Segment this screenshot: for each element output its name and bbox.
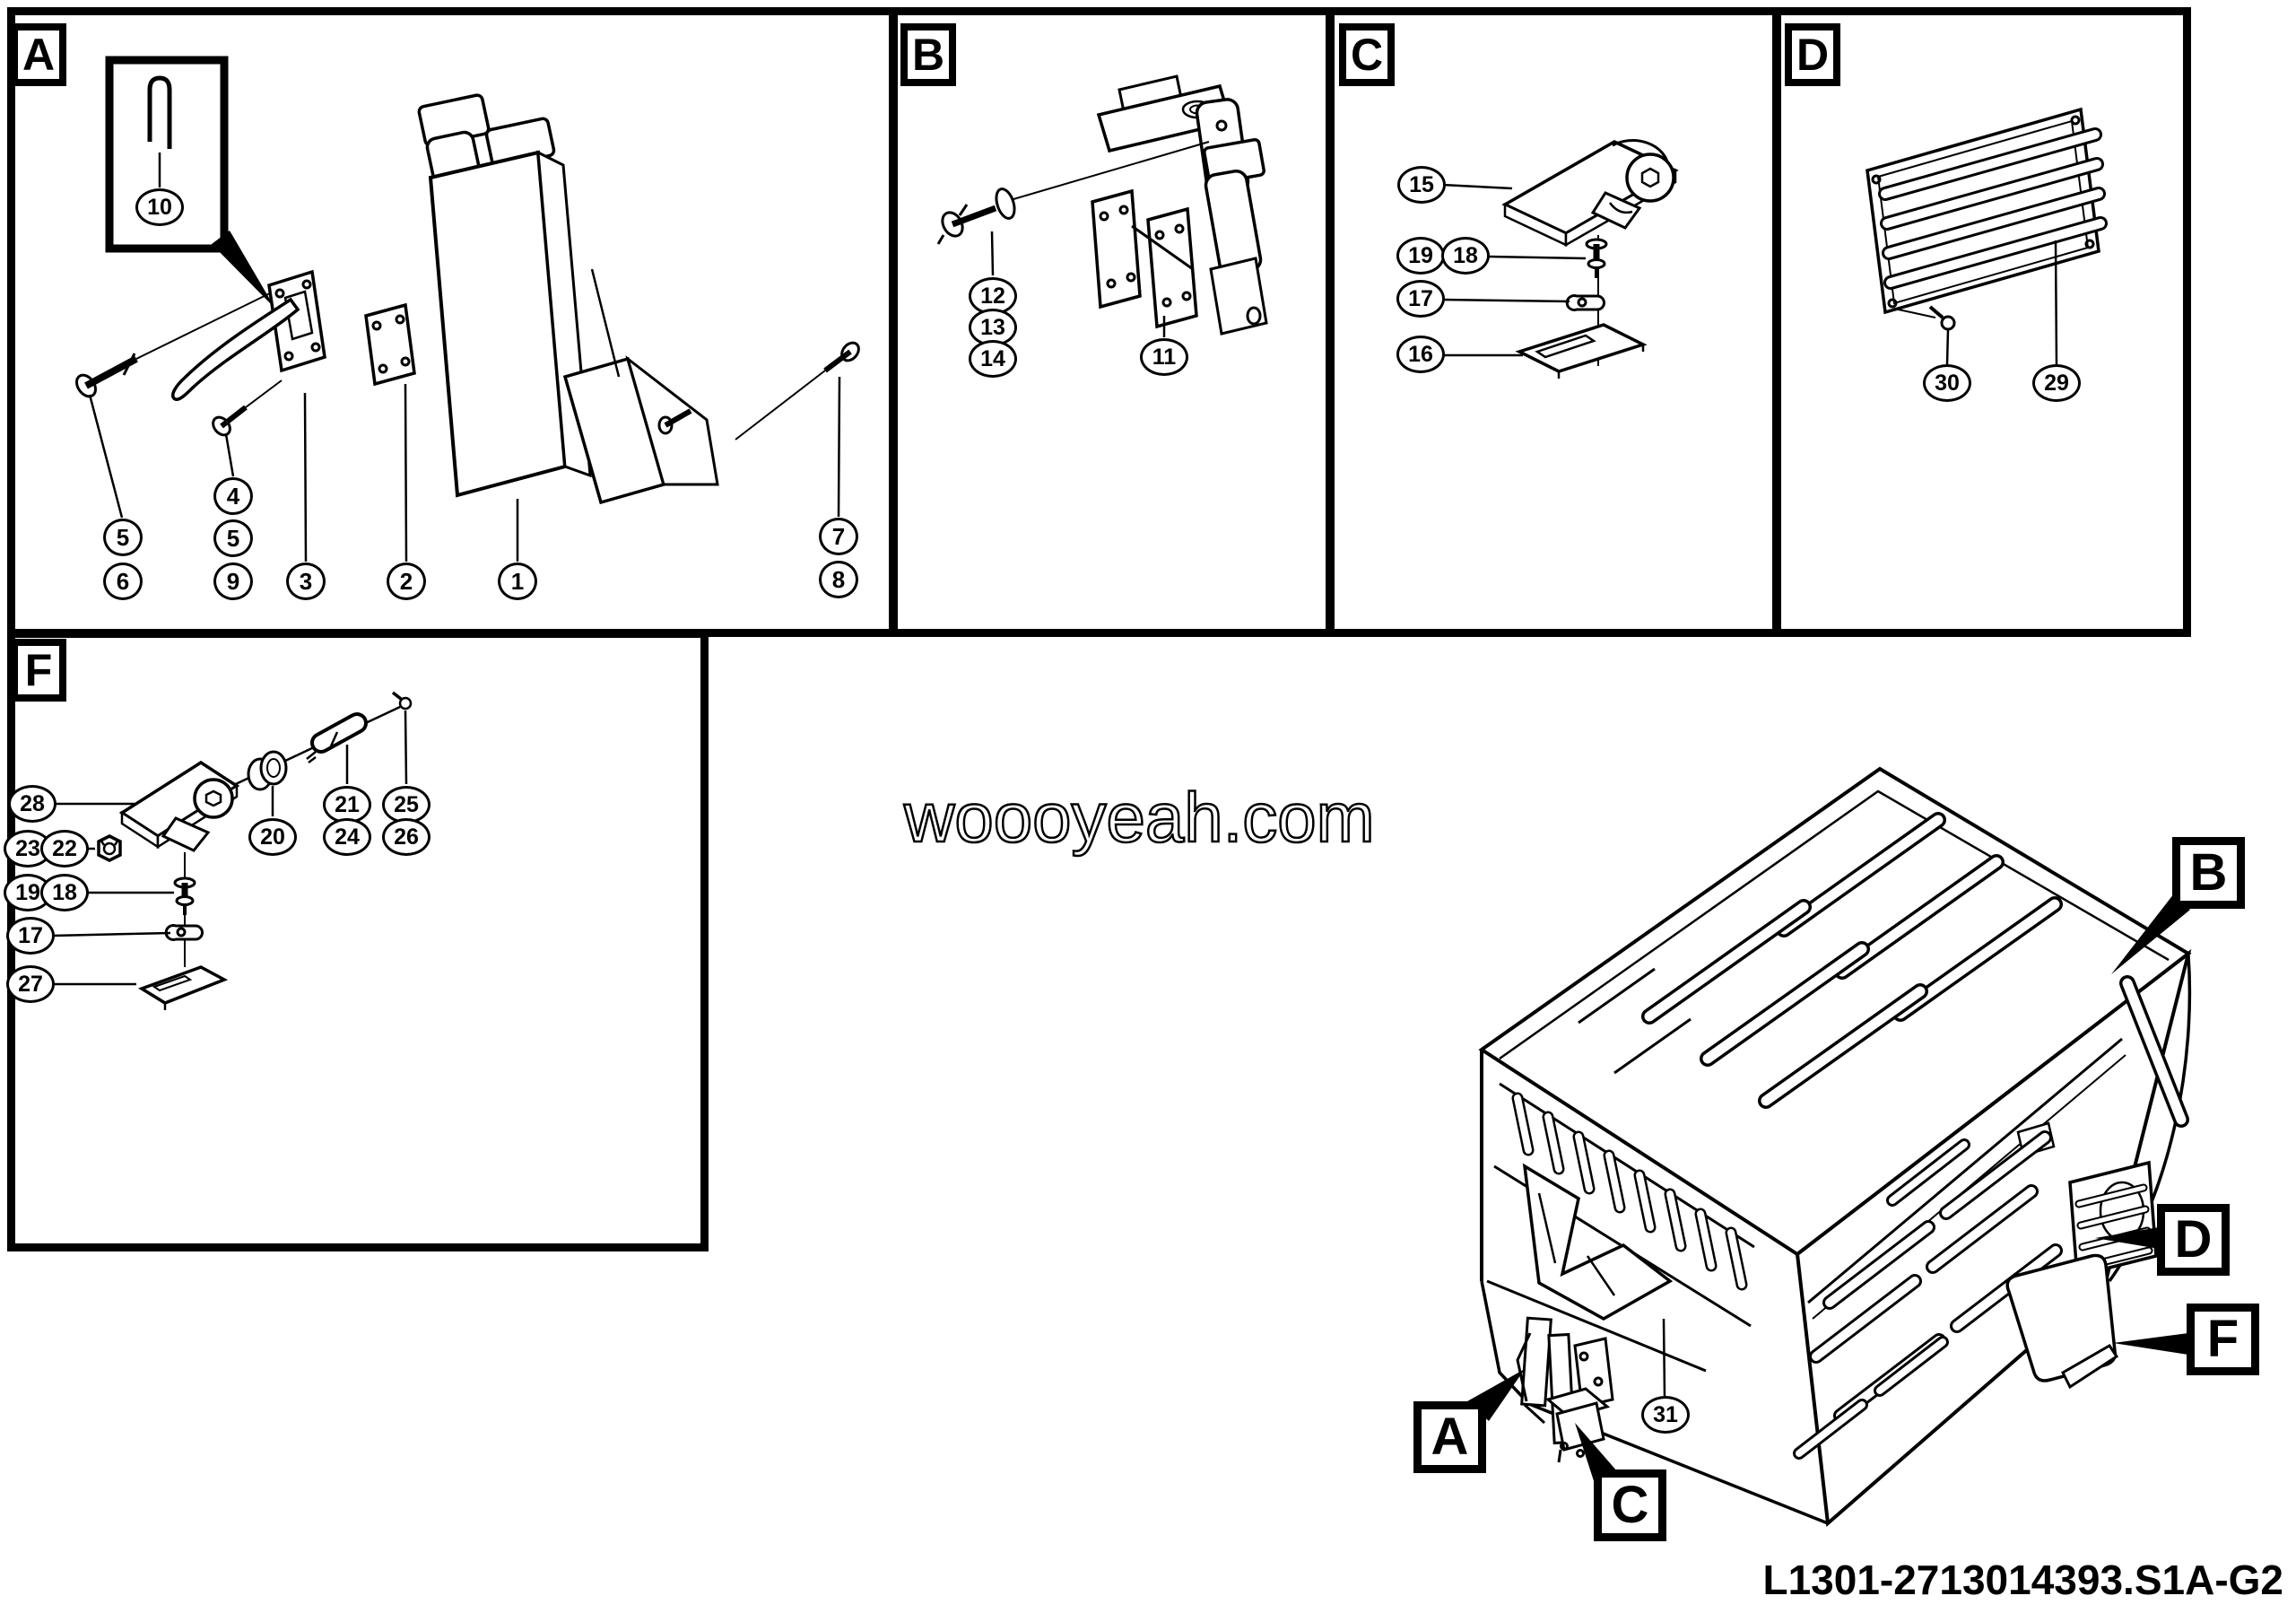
callout-16: 16 [1396, 336, 1445, 373]
screw-part-25-26 [391, 691, 413, 785]
screw-part-30 [1893, 305, 1956, 365]
plate-part-16 [1515, 323, 1648, 379]
bolt-part-5-6 [75, 286, 283, 519]
corner-deflector [1522, 1163, 1674, 1321]
lock-body-part-1 [417, 93, 719, 562]
roof-rib-slots [1578, 812, 2063, 1109]
callout-12: 12 [969, 277, 1017, 315]
leader-29 [2054, 240, 2058, 365]
panel-a-label: A [11, 23, 66, 86]
callout-5: 5 [103, 519, 143, 556]
pointer-wedge-b [2111, 894, 2190, 974]
panel-d-frame [1773, 7, 2191, 637]
panel-d-label: D [1785, 23, 1840, 86]
truck-label-f: F [2187, 1304, 2259, 1375]
grille-part-29 [1866, 107, 2108, 315]
callout-14: 14 [969, 340, 1017, 378]
callout-8: 8 [819, 561, 858, 598]
bolt-part-12-13-14 [936, 141, 1210, 276]
callout-27: 27 [6, 965, 55, 1003]
truck-label-d: D [2157, 1204, 2230, 1276]
callout-22: 22 [40, 830, 89, 868]
barrel-part-21-24 [306, 712, 368, 784]
nut-part-22-23 [83, 834, 122, 862]
callout-9: 9 [213, 562, 253, 600]
callout-15: 15 [1397, 166, 1446, 204]
truck-cab-drawing [1467, 766, 2192, 1528]
stud-part-18-19 [1585, 238, 1608, 278]
callout-29: 29 [2032, 364, 2081, 402]
callout-25: 25 [382, 786, 430, 824]
panel-b-drawing [936, 74, 1268, 337]
panel-a-drawing [75, 56, 860, 562]
clip-part-17 [164, 924, 204, 941]
callout-31: 31 [1641, 1396, 1690, 1434]
panel-b-label: B [900, 23, 956, 86]
grommet-part-20 [247, 750, 288, 816]
plate-part-27 [137, 965, 229, 1010]
callout-17: 17 [1396, 280, 1445, 318]
truck-label-b: B [2172, 837, 2245, 909]
callout-3: 3 [286, 562, 326, 600]
u-clip-part-10 [147, 75, 172, 149]
callout-6: 6 [103, 562, 143, 600]
latch-part-28 [118, 760, 240, 852]
callout-26: 26 [382, 818, 430, 856]
panel-c-label: C [1339, 23, 1395, 86]
callout-20: 20 [248, 818, 297, 856]
truck-label-c: C [1594, 1469, 1666, 1541]
panel-c-drawing [1441, 139, 1679, 379]
callout-24: 24 [323, 818, 371, 856]
callout-4: 4 [213, 477, 253, 515]
screw-part-4 [212, 379, 283, 477]
callout-17f: 17 [6, 917, 55, 955]
leader-31 [1662, 1318, 1666, 1397]
callout-2: 2 [387, 562, 426, 600]
stud-part-18-19 [173, 876, 196, 915]
plate-part-2 [364, 302, 416, 562]
front-grille-slats [1793, 1121, 2063, 1460]
cab-lock-a-target [1516, 1316, 1614, 1445]
door-window-seal [2119, 975, 2189, 1128]
callout-19: 19 [1396, 237, 1445, 275]
clip-part-17 [1565, 294, 1605, 311]
callout-7: 7 [819, 518, 858, 555]
handle-part-3 [171, 269, 326, 562]
panel-f-drawing [51, 691, 413, 1010]
callout-5b: 5 [213, 519, 253, 557]
callout-18: 18 [1441, 237, 1490, 275]
inset-pointer-wedge [212, 231, 275, 309]
callout-18f: 18 [40, 874, 89, 911]
callout-10: 10 [135, 188, 184, 226]
pointer-wedge-d [2095, 1227, 2159, 1249]
wheel-deflector-f-target [2005, 1253, 2119, 1390]
callout-30: 30 [1923, 364, 1971, 402]
bolt-part-7-8 [735, 341, 860, 518]
cab-lock-c-target [1544, 1387, 1611, 1463]
latch-part-15 [1501, 139, 1679, 248]
panel-f-label: F [11, 639, 66, 702]
part-code: L1301-2713014393.S1A-G2 [1762, 1557, 2283, 1603]
callout-11: 11 [1140, 338, 1188, 376]
pointer-wedge-f [2113, 1333, 2188, 1355]
panel-d-drawing [1866, 107, 2108, 365]
truck-label-a: A [1413, 1401, 1486, 1473]
callout-28: 28 [8, 785, 57, 823]
callout-1: 1 [498, 562, 537, 600]
watermark-text: woooyeah.com [903, 778, 1375, 857]
